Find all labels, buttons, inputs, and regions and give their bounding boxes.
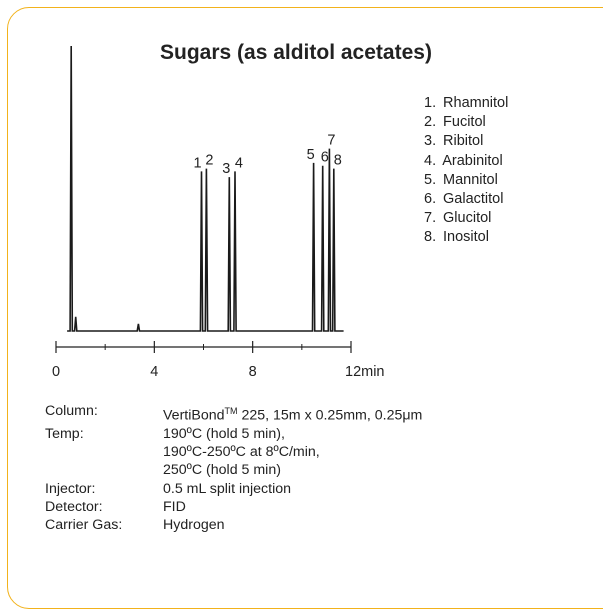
column-label: Column:: [45, 403, 98, 419]
legend-item: 7. Glucitol: [424, 209, 508, 228]
legend-item: 4. Arabinitol: [424, 152, 508, 171]
x-tick-label: 8: [249, 364, 257, 380]
column-spec: 225, 15m x 0.25mm, 0.25μm: [237, 407, 423, 424]
peak-label-3: 3: [222, 161, 230, 177]
carrier-row: Carrier Gas: Hydrogen: [45, 516, 422, 534]
temp-value: 190ºC (hold 5 min), 190ºC-250ºC at 8ºC/m…: [163, 425, 320, 480]
legend-name: Fucitol: [439, 114, 486, 131]
legend-number: 4.: [424, 152, 437, 169]
detector-row: Detector: FID: [45, 498, 422, 516]
column-value: VertiBondTM 225, 15m x 0.25mm, 0.25μm: [163, 402, 422, 425]
legend-name: Arabinitol: [439, 152, 503, 169]
peak-label-5: 5: [307, 147, 315, 163]
carrier-value: Hydrogen: [163, 516, 225, 533]
legend-number: 1.: [424, 95, 437, 111]
peak-label-6: 6: [321, 150, 329, 166]
legend-number: 5.: [424, 171, 437, 188]
temp-label: Temp:: [45, 425, 84, 442]
carrier-label: Carrier Gas:: [45, 516, 123, 533]
legend-number: 8.: [424, 229, 437, 246]
legend-name: Inositol: [439, 229, 489, 246]
legend-number: 6.: [424, 191, 437, 208]
injector-row: Injector: 0.5 mL split injection: [45, 480, 422, 498]
trademark-mark: TM: [224, 406, 238, 416]
peak-label-8: 8: [334, 153, 342, 169]
legend-number: 3.: [424, 133, 437, 150]
legend-number: 7.: [424, 210, 437, 227]
peak-label-7: 7: [327, 133, 335, 149]
detector-value: FID: [163, 498, 186, 515]
injector-label: Injector:: [45, 480, 96, 497]
temp-line: 190ºC-250ºC at 8ºC/min,: [163, 444, 320, 461]
temp-line: 250ºC (hold 5 min): [163, 462, 281, 479]
temp-line: 190ºC (hold 5 min),: [163, 425, 285, 442]
legend-item: 2. Fucitol: [424, 113, 508, 132]
x-tick-label: 4: [150, 364, 158, 380]
peak-label-4: 4: [235, 155, 243, 171]
legend-name: Ribitol: [439, 133, 484, 150]
temp-row: Temp: 190ºC (hold 5 min), 190ºC-250ºC at…: [45, 425, 422, 480]
legend-item: 1. Rhamnitol: [424, 94, 508, 113]
column-row: Column: VertiBondTM 225, 15m x 0.25mm, 0…: [45, 402, 422, 425]
legend-name: Mannitol: [439, 171, 498, 188]
detector-label: Detector:: [45, 498, 103, 515]
injector-value: 0.5 mL split injection: [163, 480, 292, 497]
legend-item: 3. Ribitol: [424, 132, 508, 151]
conditions-table: Column: VertiBondTM 225, 15m x 0.25mm, 0…: [45, 402, 422, 534]
legend-name: Glucitol: [439, 210, 492, 227]
legend-item: 6. Galactitol: [424, 190, 508, 209]
chart-title: Sugars (as alditol acetates): [160, 41, 432, 64]
x-tick-label: 12min: [345, 364, 385, 380]
legend-item: 5. Mannitol: [424, 171, 508, 190]
x-tick-label: 0: [52, 364, 60, 380]
chromatogram-trace-layer: [67, 45, 344, 332]
legend-name: Rhamnitol: [439, 95, 509, 111]
chromatogram-line: [67, 45, 344, 332]
legend-number: 2.: [424, 114, 437, 131]
x-axis: 0 4 8 12min: [52, 341, 385, 380]
peak-label-1: 1: [193, 155, 201, 171]
column-brand: VertiBond: [163, 407, 225, 424]
legend-name: Galactitol: [439, 191, 504, 208]
legend-item: 8. Inositol: [424, 228, 508, 247]
peak-label-2: 2: [205, 153, 213, 169]
